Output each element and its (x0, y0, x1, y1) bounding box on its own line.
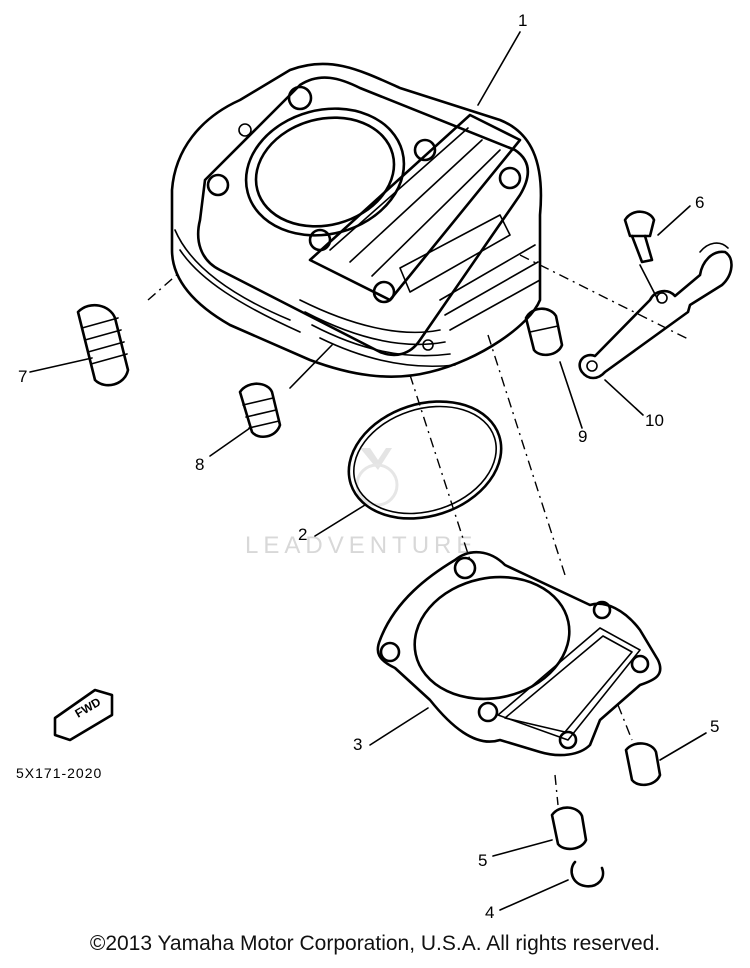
callout-1: 1 (518, 11, 527, 30)
copyright-notice: ©2013 Yamaha Motor Corporation, U.S.A. A… (89, 932, 661, 955)
callout-7: 7 (18, 367, 27, 386)
dowel-pin-5-lower[interactable] (492, 806, 588, 857)
fwd-direction-mark: FWD (53, 688, 114, 742)
dowel-pin-7[interactable] (29, 303, 130, 387)
callout-6: 6 (695, 193, 704, 212)
o-ring-2[interactable] (314, 383, 516, 538)
dowel-pin-9[interactable] (524, 307, 583, 429)
dowel-pin-5-right[interactable] (624, 732, 707, 787)
diagram-code: 5X171-2020 (16, 765, 102, 781)
callout-10: 10 (645, 411, 664, 430)
callout-5a: 5 (710, 717, 719, 736)
callout-5b: 5 (478, 851, 487, 870)
callout-4: 4 (485, 903, 494, 922)
bracket-10[interactable] (578, 242, 733, 416)
callout-8: 8 (195, 455, 204, 474)
callout-9: 9 (578, 427, 587, 446)
callout-3: 3 (353, 735, 362, 754)
cylinder-gasket-3[interactable] (369, 551, 662, 757)
alignment-lines (147, 254, 691, 806)
dowel-pin-8[interactable] (209, 344, 333, 457)
cylinder-part[interactable] (170, 62, 543, 378)
fwd-label: FWD (73, 695, 104, 721)
bolt-6[interactable] (623, 205, 691, 301)
callout-2: 2 (298, 525, 307, 544)
circlip-4[interactable] (499, 860, 605, 911)
watermark-text: LEADVENTURE (245, 532, 477, 559)
